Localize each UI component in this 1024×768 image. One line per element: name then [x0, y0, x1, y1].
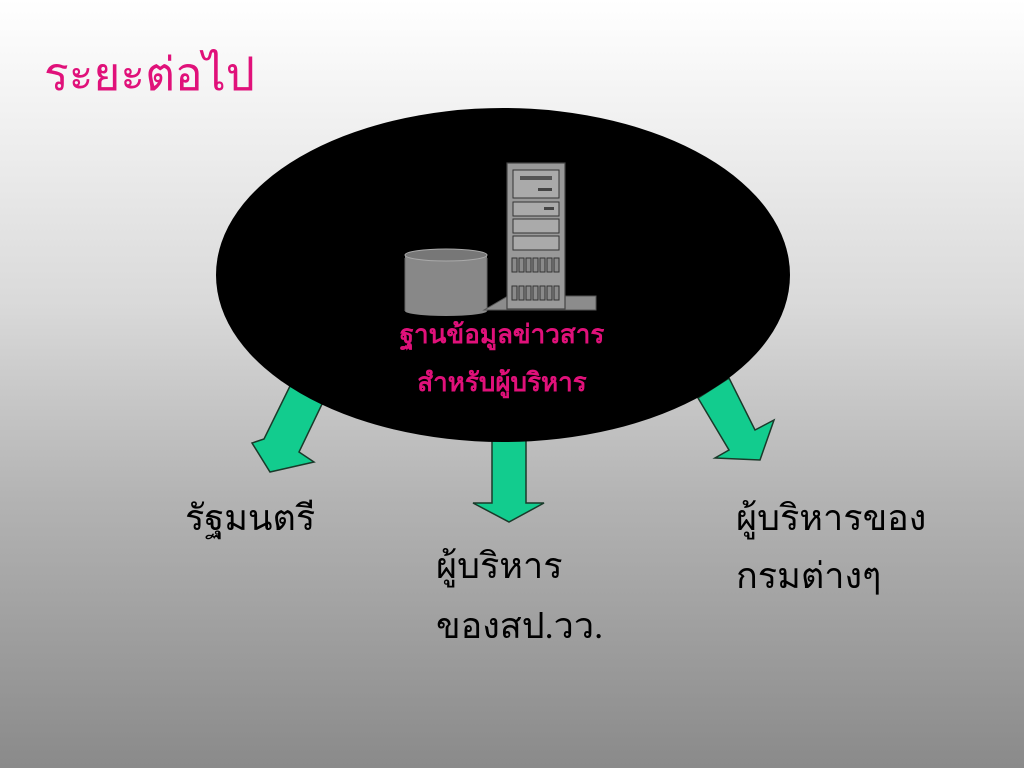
target-ministry-executives-line1: ผู้บริหาร: [436, 546, 563, 586]
central-database-ellipse: [216, 108, 790, 442]
server-tower-icon: [482, 162, 597, 311]
slide-title: ระยะต่อไป: [44, 49, 255, 100]
database-label-line2: สำหรับผู้บริหาร: [417, 368, 587, 397]
arrow-to-minister: [250, 382, 325, 473]
target-minister: รัฐมนตรี: [185, 498, 316, 538]
target-department-executives-line1: ผู้บริหารของ: [736, 498, 927, 538]
arrow-to-department-executives: [696, 376, 776, 461]
database-label-line1: ฐานข้อมูลข่าวสาร: [399, 320, 605, 349]
target-ministry-executives-line2: ของสป.วว.: [436, 606, 604, 646]
database-cylinder-icon: [404, 248, 488, 316]
arrow-to-ministry-executives: [472, 429, 545, 523]
target-department-executives-line2: กรมต่างๆ: [736, 556, 882, 596]
